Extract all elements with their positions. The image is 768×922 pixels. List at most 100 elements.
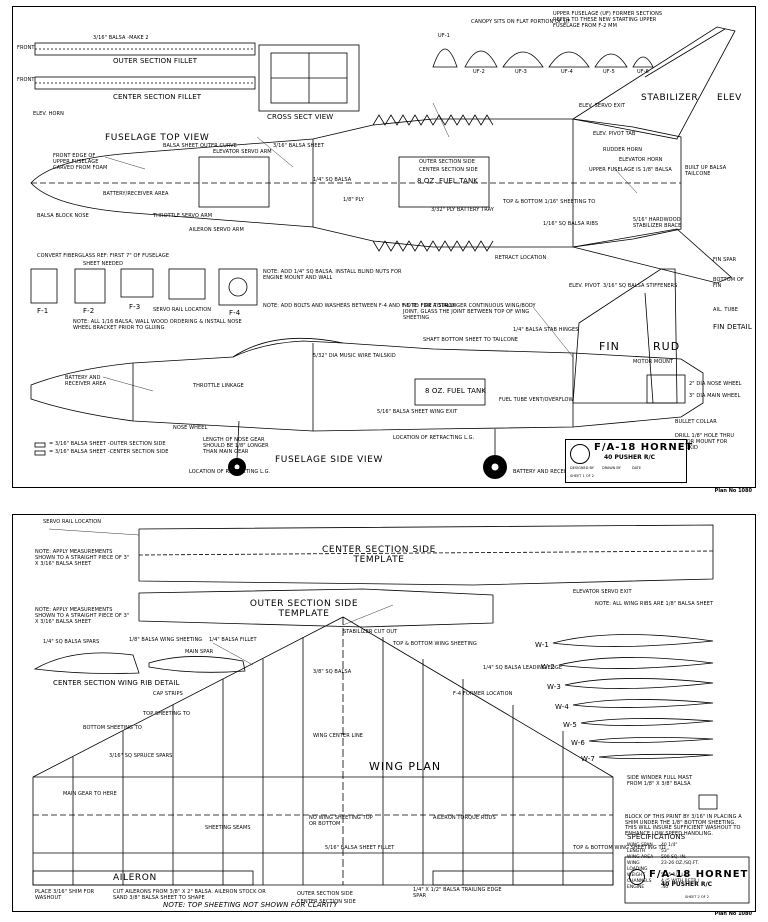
rib-w4 [572, 699, 714, 708]
note-measurements: NOTE: APPLY MEASUREMENTS SHOWN TO A STRA… [35, 549, 130, 567]
specifications-heading: SPECIFICATIONS [627, 833, 686, 841]
note-elev-servo-exit: ELEV. SERVO EXIT [579, 103, 626, 109]
title-block-1-drawn: DRAWN BY [602, 466, 621, 470]
fuselage-side-view-title: FUSELAGE SIDE VIEW [275, 455, 383, 465]
stabilizer-bottom [572, 228, 732, 284]
note-sheet1-44: SERVO RAIL LOCATION [153, 307, 212, 313]
uf4-label: UF-4 [561, 69, 573, 75]
plan-number-2: Plan No 1080 [714, 911, 752, 917]
note-throttle-servo: THROTTLE SERVO ARM [153, 213, 213, 219]
note-sheet1-24: NOTE: ADD BOLTS AND WASHERS BETWEEN F-4 … [263, 303, 456, 309]
note-sheet1-42: SHEET NEEDED [83, 261, 124, 267]
legend-center: = 3/16" BALSA SHEET -CENTER SECTION SIDE [49, 449, 169, 455]
rib-w2 [558, 657, 714, 669]
center-rib-detail [33, 652, 140, 674]
former-f2-label: F-2 [83, 307, 95, 315]
fuel-tank-box [398, 156, 490, 208]
note-front-edge: FRONT EDGE OF UPPER FUSELAGE CARVED FROM… [53, 153, 108, 171]
note-sheet1-19: 3/16" BALSA SHEET [273, 143, 325, 149]
former-f1-label: F-1 [37, 307, 49, 315]
note-3-8-balsa: 3/8" SQ BALSA [313, 669, 352, 675]
spec-value: 53" [661, 849, 669, 854]
aileron-left [32, 870, 254, 886]
former-f1 [30, 268, 58, 304]
note-wing-ribs: NOTE: ALL WING RIBS ARE 1/8" BALSA SHEET [595, 601, 714, 607]
fuel-tank-label: 8 OZ. FUEL TANK [417, 177, 478, 185]
legend-outer: = 3/16" BALSA SHEET -OUTER SECTION SIDE [49, 441, 166, 447]
note-rudder-horn: RUDDER HORN [603, 147, 643, 153]
spec-row: ENGINE .40 [627, 885, 751, 891]
note-sheet1-38: 1/16" SQ BALSA RIBS [543, 221, 599, 227]
wing-rib-detail-title: CENTER SECTION WING RIB DETAIL [53, 679, 180, 687]
note-shaft-sheet: BULLET COLLAR [675, 419, 717, 425]
rib-w7 [598, 753, 714, 759]
note-side-winder: SIDE WINDER FULL MAST FROM 1/8" X 3/8" B… [627, 775, 693, 787]
fuselage-side-outline [30, 340, 704, 432]
stabilizer-top [571, 26, 736, 140]
note-washout-block: BLOCK OF THIS PRINT BY 3/16" IN PLACING … [625, 814, 742, 837]
note-balsa-fillet: 1/4" BALSA FILLET [209, 637, 257, 643]
rud-label: RUD [653, 340, 681, 353]
note-sheet1-45: 3/32" PLY BATTERY TRAY [431, 207, 494, 213]
plan-number-1: Plan No 1080 [714, 488, 752, 494]
note-torque-rods: AILERON TORQUE RODS [433, 815, 496, 821]
outer-fillet-stock-label: 3/16" BALSA -MAKE 2 [93, 35, 149, 41]
note-sheet1-36: SHAFT BOTTOM SHEET TO TAILCONE [423, 337, 519, 343]
wing-plan-title: WING PLAN [369, 760, 442, 773]
note-sheet1-52: BOTTOM OF FIN [713, 277, 744, 289]
note-sheet1-41: 3/16" SQ BALSA STIFFENERS [603, 283, 678, 289]
note-sheet1-53: FIN SPAR [713, 257, 737, 263]
note-top-sheeting-not-shown: NOTE: TOP SHEETING NOT SHOWN FOR CLARITY [163, 901, 338, 909]
plan-sheet-2: SERVO RAIL LOCATION NOTE: APPLY MEASUREM… [12, 514, 756, 912]
note-no-sheeting: NO WING SHEETING TOP OR BOTTOM [309, 815, 373, 827]
rib-w5-label: W-5 [563, 721, 577, 729]
wing-center-line-label: WING CENTER LINE [313, 733, 364, 739]
note-bullet-collar: 3" DIA MAIN WHEEL [689, 393, 741, 399]
title-block-1-subtitle: 40 PUSHER R/C [604, 454, 656, 461]
sheet1-linework [30, 26, 736, 479]
uf6-label: UF-6 [637, 69, 649, 75]
outer-template-title: OUTER SECTION SIDE TEMPLATE [249, 599, 359, 619]
spec-value: 5 - 5 1/2 LBS. [661, 873, 692, 878]
title-block-2-sheet: SHEET 2 OF 2 [685, 895, 709, 899]
title-block-2-title: F/A-18 HORNET [649, 869, 749, 880]
spec-value: 500 SQ. IN. [661, 855, 687, 860]
uf5-label: UF-5 [603, 69, 615, 75]
title-block-1: F/A-18 HORNET 40 PUSHER R/C DESIGNED BY … [565, 439, 692, 483]
fin-label: FIN [599, 340, 620, 353]
former-f3 [120, 268, 154, 298]
spec-value: .40 [661, 885, 669, 890]
note-leading-edge: 1/4" SQ BALSA LEADING EDGE [483, 665, 563, 671]
retract-location-label: RETRACT LOCATION [495, 255, 547, 261]
note-sheet2-30: TOP & BOTTOM WING SHEETING TO [573, 845, 666, 851]
rib-w3 [564, 678, 714, 689]
uf-6-shape [632, 56, 654, 68]
fuel-tank-side-label: 8 OZ. FUEL TANK [425, 387, 486, 395]
title-block-2-subtitle: 40 PUSHER R/C [661, 881, 713, 888]
center-section-side-label-2: CENTER SECTION SIDE [297, 899, 356, 905]
note-nose-wheel-bracket: NOTE: ALL 1/16 BALSA, WALL WOOD ORDERING… [73, 319, 242, 331]
uf-1-shape [432, 48, 458, 68]
uf-2-shape [464, 50, 498, 68]
former-f3-label: F-3 [129, 303, 141, 311]
plan-sheet-1: 3/16" BALSA -MAKE 2 OUTER SECTION FILLET… [12, 6, 756, 488]
note-sheet-fillet: 5/16" BALSA SHEET FILLET [325, 845, 395, 851]
fuel-tank-side [414, 378, 486, 406]
spec-key: ENGINE [627, 885, 645, 890]
note-tailcone: BUILT UP BALSA TAILCONE [685, 165, 727, 177]
center-fillet-label: CENTER SECTION FILLET [113, 93, 202, 101]
uf3-label: UF-3 [515, 69, 527, 75]
spec-key: LENGTH [627, 849, 646, 854]
rib-w1-label: W-1 [535, 641, 549, 649]
note-elevator-horn: ELEVATOR HORN [619, 157, 663, 163]
wing-plan-outline [32, 616, 614, 886]
note-sheet1-51: AIL. TUBE [713, 307, 739, 313]
note-aileron-servo: AILERON SERVO ARM [189, 227, 244, 233]
rib-w6-label: W-6 [571, 739, 585, 747]
title-block-2: F/A-18 HORNET 40 PUSHER R/C SHEET 2 OF 2 [625, 867, 749, 903]
note-sheet1-43: ELEV. HORN [33, 111, 64, 117]
rib-w3-label: W-3 [547, 683, 561, 691]
note-sheet2-31: F-4 FORMER LOCATION [453, 691, 513, 697]
